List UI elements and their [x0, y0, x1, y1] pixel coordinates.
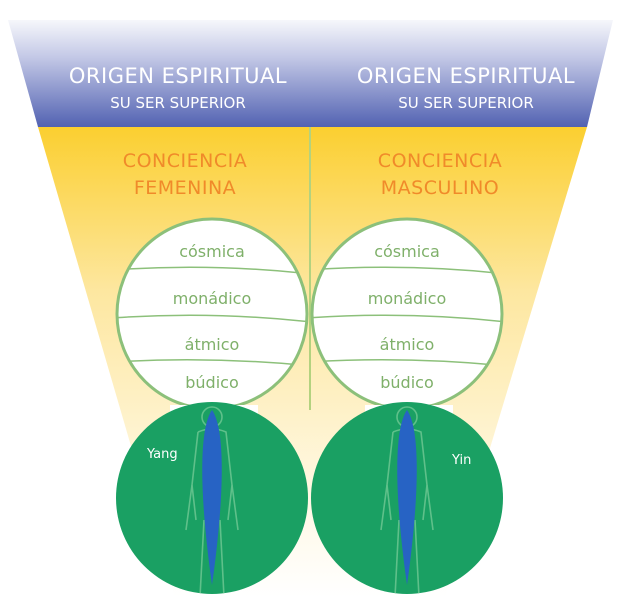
- right-layer-sphere: cósmica monádico átmico búdico: [310, 217, 504, 411]
- right-layer-atmico: átmico: [380, 335, 435, 354]
- right-layer-divider-1: [312, 266, 502, 275]
- right-consciousness-line2: MASCULINO: [381, 177, 499, 199]
- right-origin-subtitle: SU SER SUPERIOR: [398, 94, 534, 112]
- left-layer-cosmica: cósmica: [179, 242, 245, 261]
- left-layer-budico: búdico: [185, 373, 238, 392]
- right-layer-cosmica: cósmica: [374, 242, 440, 261]
- left-layer-divider-2: [117, 314, 307, 323]
- right-body-sphere: Yin: [311, 402, 503, 594]
- right-layer-divider-2: [312, 314, 502, 323]
- left-layer-monadico: monádico: [173, 289, 252, 308]
- header-band: [8, 20, 613, 127]
- left-body-sphere: Yang: [116, 402, 308, 594]
- left-origin-title: ORIGEN ESPIRITUAL: [69, 64, 287, 88]
- right-layer-divider-3: [312, 359, 502, 367]
- left-consciousness-line1: CONCIENCIA: [123, 150, 247, 172]
- left-layer-sphere: cósmica monádico átmico búdico: [115, 217, 309, 411]
- left-body-label: Yang: [146, 447, 178, 462]
- right-layer-budico: búdico: [380, 373, 433, 392]
- left-energy-channel: [202, 410, 222, 585]
- left-layer-atmico: átmico: [185, 335, 240, 354]
- right-layer-monadico: monádico: [368, 289, 447, 308]
- right-origin-title: ORIGEN ESPIRITUAL: [357, 64, 575, 88]
- left-layer-divider-3: [117, 359, 307, 367]
- right-consciousness-line1: CONCIENCIA: [378, 150, 502, 172]
- right-energy-channel: [397, 410, 417, 585]
- left-origin-subtitle: SU SER SUPERIOR: [110, 94, 246, 112]
- right-body-label: Yin: [451, 453, 471, 468]
- right-human-figure-icon: [380, 406, 434, 594]
- left-consciousness-line2: FEMENINA: [134, 177, 236, 199]
- left-layer-divider-1: [117, 266, 307, 275]
